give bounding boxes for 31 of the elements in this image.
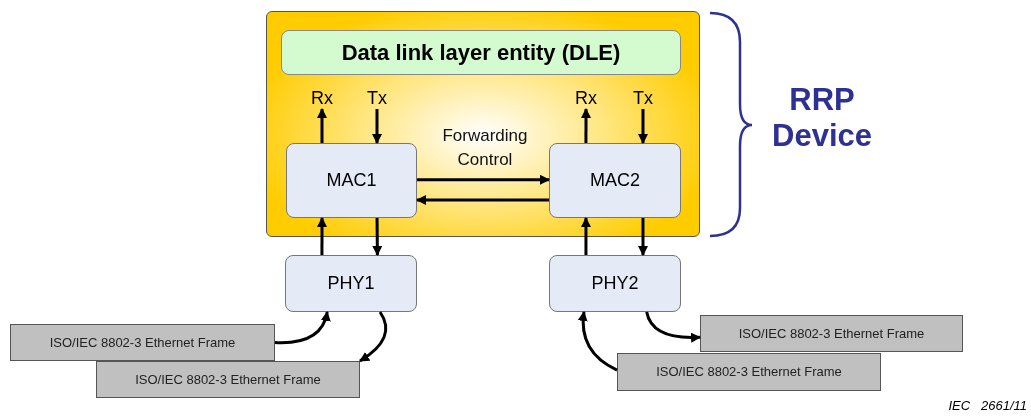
- entity-box: Data link layer entity (DLE): [281, 30, 681, 75]
- signal-label: Rx: [307, 87, 337, 109]
- frame-box: ISO/IEC 8802-3 Ethernet Frame: [10, 324, 275, 361]
- arrow: [645, 311, 701, 343]
- arrow: [417, 174, 550, 185]
- phy-box: PHY1: [285, 255, 417, 312]
- mac-box: MAC1: [286, 143, 417, 218]
- mac-box: MAC2: [549, 143, 681, 218]
- arrow: [581, 108, 591, 143]
- arrow: [372, 109, 383, 144]
- signal-label: Tx: [630, 87, 656, 109]
- frame-box: ISO/IEC 8802-3 Ethernet Frame: [700, 315, 963, 352]
- arrow: [638, 218, 648, 256]
- edge-label: Forwarding Control: [441, 125, 529, 171]
- phy-box: PHY2: [549, 255, 681, 312]
- device-label: RRP Device: [771, 82, 873, 154]
- frame-box: ISO/IEC 8802-3 Ethernet Frame: [96, 361, 360, 398]
- arrow: [580, 217, 591, 255]
- device-box: [266, 11, 700, 237]
- arrow: [638, 109, 648, 144]
- arrow: [317, 108, 327, 143]
- arrow: [372, 218, 383, 256]
- figure-number: IEC 2661/11: [948, 397, 1027, 415]
- arrow: [317, 217, 327, 255]
- arrow: [416, 195, 549, 205]
- signal-label: Tx: [364, 87, 390, 109]
- signal-label: Rx: [571, 87, 601, 109]
- arrow: [274, 311, 331, 345]
- arrow: [359, 311, 388, 363]
- frame-box: ISO/IEC 8802-3 Ethernet Frame: [617, 353, 881, 391]
- arrow: [578, 311, 618, 372]
